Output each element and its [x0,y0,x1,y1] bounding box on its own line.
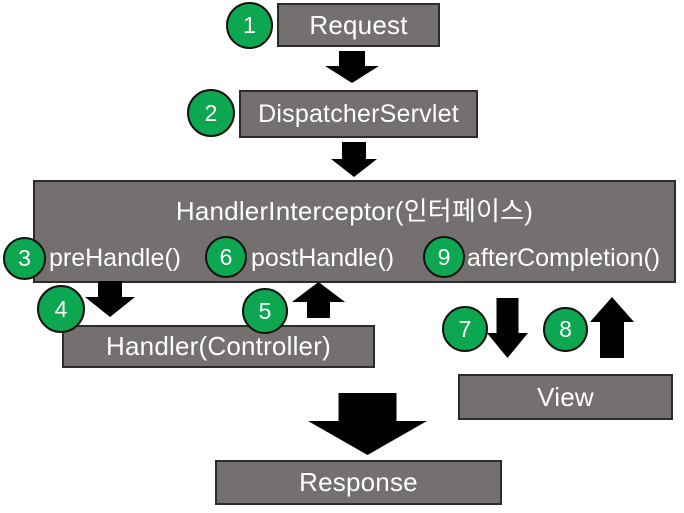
down-arrow-shape [325,51,379,83]
down-arrow-shape [331,142,377,177]
step-badge-8: 8 [543,307,588,352]
step-badge-5: 5 [242,288,288,334]
step-badge-4: 4 [37,285,85,333]
step-badge-3: 3 [3,237,46,280]
step-badge-7: 7 [442,306,488,352]
step-badge-1: 1 [226,2,273,49]
down-arrow-shape [308,393,427,455]
down-arrow-shape [85,281,135,317]
node-response: Response [215,460,502,505]
down-arrow-shape [487,298,528,358]
method-label-posthandle: postHandle() [251,243,395,272]
node-dispatcher-servlet: DispatcherServlet [239,90,478,138]
step-badge-9: 9 [423,236,465,278]
node-view: View [458,374,673,420]
step-badge-2: 2 [187,89,235,137]
down-arrow-icon [85,281,135,317]
down-arrow-icon [308,393,427,455]
up-arrow-icon [590,297,634,358]
down-arrow-icon [487,298,528,358]
up-arrow-shape [590,297,634,358]
node-handler-controller: Handler(Controller) [62,325,375,368]
down-arrow-icon [331,142,377,177]
node-handler-interceptor: HandlerInterceptor(인터페이스) [33,180,676,283]
down-arrow-icon [325,51,379,83]
step-badge-6: 6 [205,236,247,278]
method-label-aftercompletion: afterCompletion() [467,243,661,272]
up-arrow-shape [292,282,345,318]
node-request: Request [277,3,440,47]
method-label-prehandle: preHandle() [49,243,182,272]
up-arrow-icon [292,282,345,318]
handler-interceptor-title: HandlerInterceptor(인터페이스) [175,196,534,226]
